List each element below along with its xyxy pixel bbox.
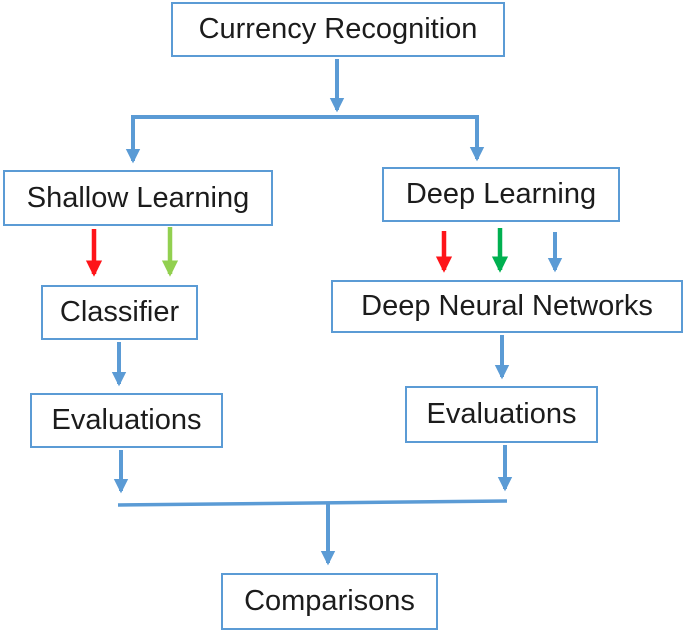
node-deep-learning: Deep Learning xyxy=(382,167,620,222)
node-label: Evaluations xyxy=(426,398,577,430)
node-deep-neural-networks: Deep Neural Networks xyxy=(331,280,683,333)
node-shallow-learning: Shallow Learning xyxy=(3,170,273,226)
merge-line xyxy=(117,499,508,507)
node-classifier: Classifier xyxy=(41,285,198,340)
node-evaluations-shallow: Evaluations xyxy=(30,393,223,448)
node-evaluations-deep: Evaluations xyxy=(405,386,598,443)
node-label: Currency Recognition xyxy=(198,13,478,45)
node-label: Classifier xyxy=(59,296,180,328)
node-comparisons: Comparisons xyxy=(221,573,438,630)
node-label: Evaluations xyxy=(51,404,202,436)
node-label: Deep Learning xyxy=(405,178,597,210)
node-label: Deep Neural Networks xyxy=(361,290,653,322)
node-label: Comparisons xyxy=(244,585,415,617)
node-label: Shallow Learning xyxy=(26,181,250,214)
node-currency-recognition: Currency Recognition xyxy=(171,2,505,57)
